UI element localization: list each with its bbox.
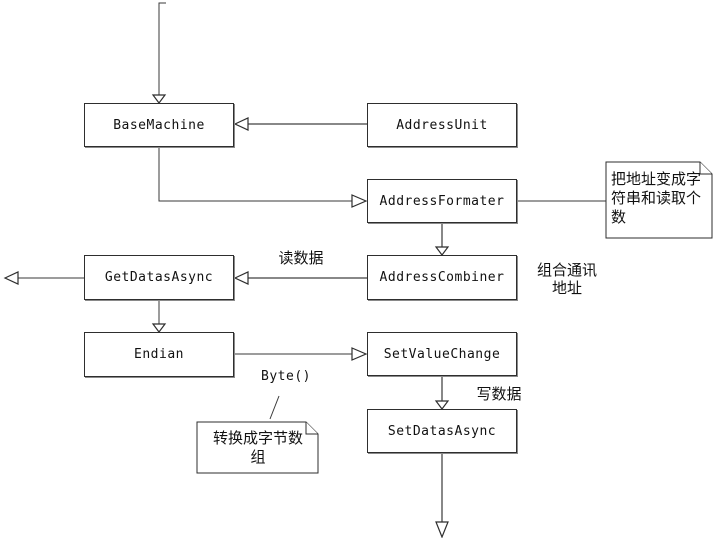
- arrowhead-down-basemachine: [151, 94, 167, 104]
- node-setvaluechange: SetValueChange: [367, 332, 517, 376]
- arrowhead-down-addresscombiner: [434, 246, 450, 256]
- edge-getdatasasync-to-endian: [151, 300, 167, 333]
- note-endian-shape: [196, 421, 319, 474]
- edge-setdatasasync-to-bottom: [435, 453, 449, 538]
- edge-addressformater-to-addresscombiner: [434, 223, 450, 256]
- node-endian: Endian: [84, 332, 234, 377]
- edge-setvaluechange-to-setdatasasync: [434, 376, 450, 410]
- note-fold-icon: [305, 422, 318, 435]
- node-setdatasasync-label: SetDatasAsync: [387, 423, 497, 439]
- arrowhead-left-basemachine: [233, 117, 249, 131]
- edge-byte-note-anchor: [269, 395, 280, 420]
- edge-top-to-basemachine: [151, 2, 167, 104]
- node-getdatasasync-label: GetDatasAsync: [104, 270, 214, 285]
- node-addresscombiner: AddressCombiner: [367, 255, 517, 300]
- edge-label-read-data: 读数据: [278, 249, 324, 267]
- note-addressformater-shape: [605, 161, 713, 239]
- node-addressformater-label: AddressFormater: [379, 193, 505, 209]
- node-basemachine: BaseMachine: [84, 103, 234, 147]
- node-setvaluechange-label: SetValueChange: [383, 346, 501, 362]
- node-addresscombiner-label: AddressCombiner: [379, 270, 505, 285]
- arrowhead-left-getdatasasync: [233, 271, 249, 285]
- edge-label-byte-method: Byte(): [261, 369, 311, 384]
- arrowhead-right-setvaluechange: [351, 347, 368, 361]
- edge-addresscombiner-to-getdatasasync: [233, 271, 367, 285]
- node-endian-label: Endian: [134, 347, 184, 362]
- edge-addressunit-to-basemachine: [233, 117, 367, 131]
- edge-label-write-data: 写数据: [476, 385, 522, 403]
- arrowhead-down-setdatasasync: [434, 400, 450, 410]
- note-endian-text: 转换成字节数组: [212, 429, 303, 466]
- node-basemachine-label: BaseMachine: [113, 117, 205, 133]
- edge-basemachine-to-addressformater: [158, 147, 368, 208]
- node-setdatasasync: SetDatasAsync: [367, 409, 517, 453]
- edge-getdatasasync-to-left: [3, 271, 84, 285]
- node-addressunit-label: AddressUnit: [396, 117, 488, 133]
- arrowhead-down-exit: [435, 521, 449, 538]
- arrowhead-down-endian: [151, 323, 167, 333]
- node-getdatasasync: GetDatasAsync: [84, 255, 234, 300]
- arrowhead-left-exit: [3, 271, 19, 285]
- arrowhead-right-addressformater: [351, 194, 368, 208]
- edge-endian-to-setvaluechange: [234, 347, 368, 361]
- node-addressformater: AddressFormater: [367, 179, 517, 223]
- note-fold-icon: [699, 162, 712, 175]
- node-addressunit: AddressUnit: [367, 103, 517, 147]
- note-addressformater-text: 把地址变成字符串和读取个数: [611, 170, 702, 226]
- edge-label-combine-address: 组合通讯地址: [536, 261, 597, 297]
